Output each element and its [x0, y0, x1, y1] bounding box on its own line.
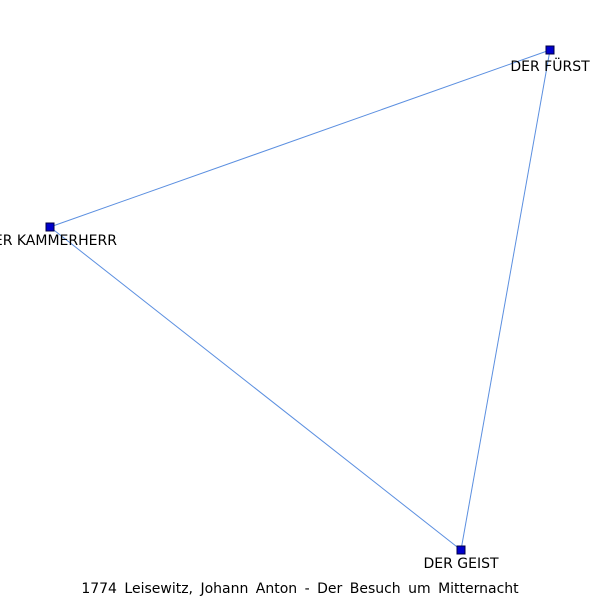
node-label-geist: DER GEIST [423, 556, 499, 572]
node-fuerst[interactable] [545, 45, 555, 55]
edge-kammerherr-geist [49, 226, 462, 551]
edges-layer [49, 49, 551, 551]
node-geist[interactable] [456, 545, 466, 555]
nodes-layer: DER FÜRST DER KAMMERHERR DER GEIST [0, 45, 590, 572]
graph-caption: 1774 Leisewitz, Johann Anton - Der Besuc… [81, 581, 519, 597]
edge-fuerst-geist [460, 49, 551, 551]
edge-kammerherr-fuerst [49, 49, 551, 228]
node-label-kammerherr: DER KAMMERHERR [0, 233, 117, 249]
node-label-fuerst: DER FÜRST [510, 57, 590, 75]
node-kammerherr[interactable] [45, 222, 55, 232]
